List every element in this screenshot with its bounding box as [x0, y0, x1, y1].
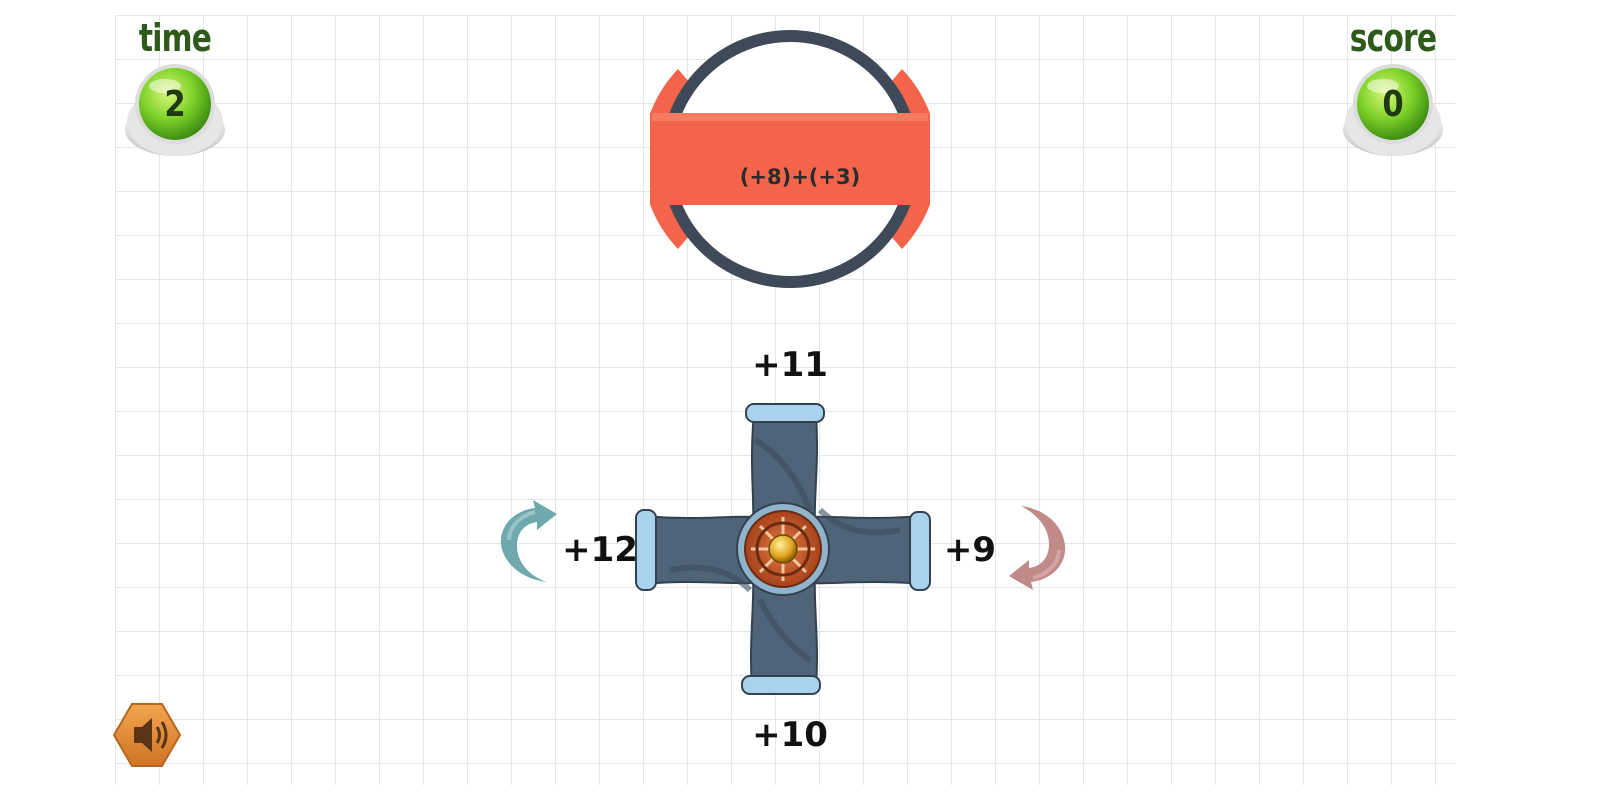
answer-bottom[interactable]: +10 [752, 715, 828, 755]
time-indicator: time [115, 16, 235, 164]
spinner-icon [635, 403, 931, 695]
curved-arrow-left-icon [500, 500, 557, 582]
answer-right[interactable]: +9 [943, 530, 997, 570]
ring-banner-icon [641, 30, 939, 288]
speaker-icon [112, 703, 182, 767]
sound-toggle-button[interactable] [112, 702, 182, 768]
rotate-left-button[interactable] [495, 500, 565, 590]
score-indicator: score [1333, 16, 1453, 164]
time-orb: 2 [123, 60, 227, 164]
question-expression: (+8)+(+3) [739, 165, 861, 189]
question-board: (+8)+(+3) [641, 25, 939, 295]
green-orb-icon [1343, 64, 1443, 156]
answer-top[interactable]: +11 [752, 345, 828, 385]
time-value: 2 [164, 84, 186, 125]
time-label: time [138, 16, 212, 60]
curved-arrow-right-icon [1009, 506, 1066, 590]
rotate-right-button[interactable] [1003, 502, 1073, 592]
green-orb-icon [125, 64, 225, 156]
answer-spinner[interactable] [630, 400, 940, 700]
score-value: 0 [1382, 84, 1404, 125]
answer-left[interactable]: +12 [562, 530, 638, 570]
score-label: score [1349, 16, 1437, 60]
score-orb: 0 [1341, 60, 1445, 164]
